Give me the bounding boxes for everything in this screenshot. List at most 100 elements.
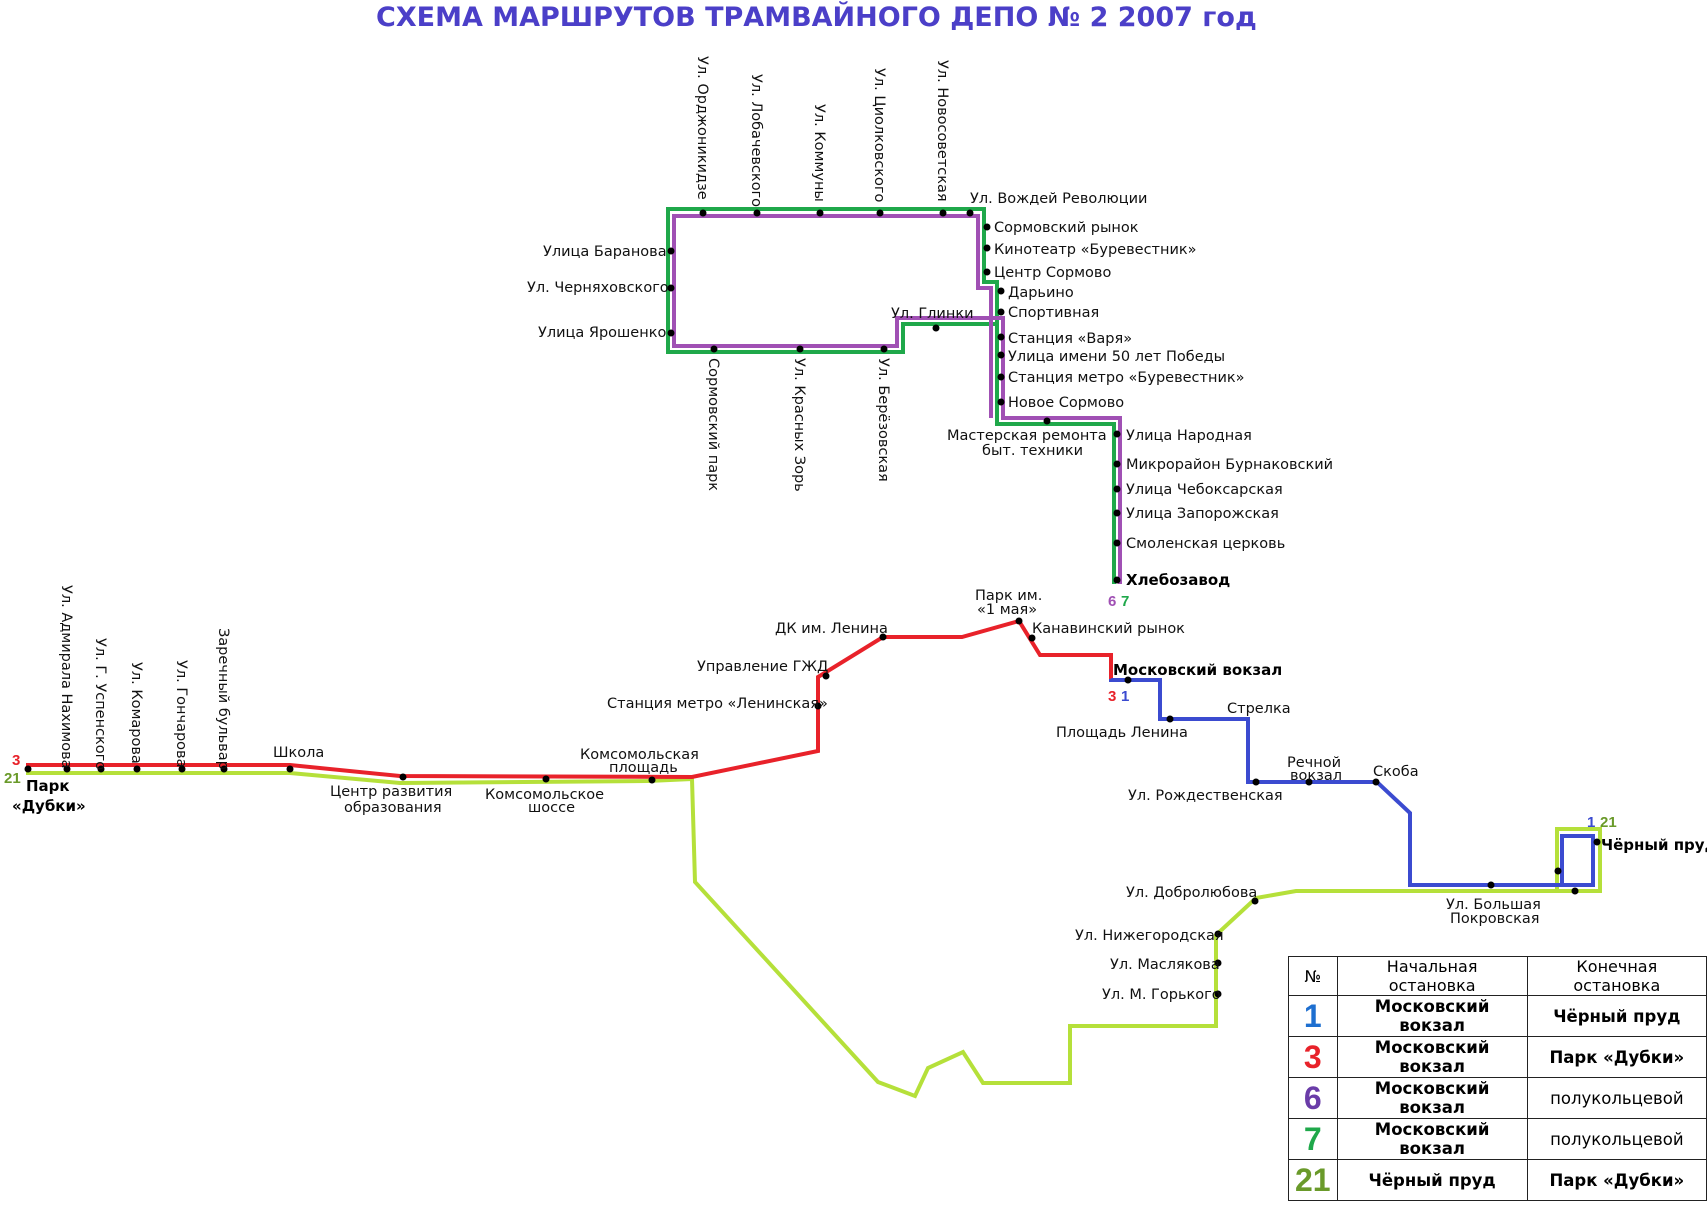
legend-end-stop: Парк «Дубки» [1526, 1036, 1707, 1078]
stop-label: Ул. Орджоникидзе [694, 56, 710, 200]
stop-label: Улица Народная [1126, 428, 1252, 444]
stop-label: Станция «Варя» [1008, 331, 1132, 347]
north-top-labels: Ул. Орджоникидзе Ул. Лобачевского Ул. Ко… [694, 56, 950, 492]
north-side-labels: Ул. Вождей Революции Сормовский рынок Ки… [527, 191, 1333, 589]
legend-start-stop: Московский вокзал [1336, 1036, 1528, 1078]
stop-label: Ул. Комарова [128, 662, 144, 764]
stop-label: Ул. Маслякова [1110, 957, 1220, 973]
stop-label: Скоба [1373, 764, 1419, 780]
stop-label: Сормовский рынок [994, 220, 1139, 236]
stop-label: Парк [26, 777, 70, 795]
stop-label: Улица Чебоксарская [1126, 482, 1283, 498]
route-7-marker: 7 [1121, 593, 1129, 610]
stop-label: Станция метро «Ленинская» [607, 696, 828, 712]
stop-label: шоссе [528, 800, 575, 816]
legend-route-number: 7 [1288, 1118, 1338, 1160]
stop-label: Речной [1287, 755, 1341, 771]
stop-label: Кинотеатр «Буревестник» [994, 242, 1197, 258]
legend-route-number: 1 [1288, 995, 1338, 1037]
route-6-marker: 6 [1108, 593, 1116, 610]
stop-label: Дарьино [1008, 285, 1074, 301]
stop-label: Комсомольская [580, 747, 699, 763]
stop-label: Стрелка [1227, 701, 1291, 717]
legend-row: 1 Московский вокзал Чёрный пруд [1288, 995, 1707, 1037]
legend-header-end: Конечная остановка [1526, 956, 1707, 996]
route-3-marker: 3 [12, 752, 20, 769]
stop-label: Покровская [1450, 911, 1540, 927]
stop-label: Школа [273, 745, 324, 761]
legend-end-stop: полукольцевой [1526, 1118, 1707, 1160]
route-21-marker: 21 [1600, 814, 1617, 831]
stop-label: Ул. Лобачевского [748, 74, 764, 207]
stop-dots [24, 209, 1601, 998]
stop-label: Ул. Коммуны [811, 104, 827, 202]
stop-label: Ул. Красных Зорь [791, 358, 807, 492]
legend-end-stop: полукольцевой [1526, 1077, 1707, 1119]
route-7-line [666, 207, 1116, 584]
legend-header-start: Начальная остановка [1336, 956, 1528, 996]
stop-label: Улица имени 50 лет Победы [1008, 349, 1225, 365]
stop-label: Ул. Большая [1446, 897, 1541, 913]
stop-label: быт. техники [982, 443, 1083, 459]
stop-label: «1 мая» [977, 602, 1037, 618]
stop-label: Хлебозавод [1126, 571, 1230, 589]
legend-end-stop: Чёрный пруд [1526, 995, 1707, 1037]
stop-label: «Дубки» [12, 797, 86, 815]
route-21-line [26, 771, 1602, 1099]
stop-label: Ул. Адмирала Нахимова [58, 585, 74, 769]
legend-start-stop: Московский вокзал [1336, 995, 1528, 1037]
stop-label: Улица Ярошенко [538, 325, 666, 341]
stop-label: Станция метро «Буревестник» [1008, 370, 1245, 386]
legend-route-number: 3 [1288, 1036, 1338, 1078]
stop-label: Ул. М. Горького [1102, 987, 1221, 1003]
stop-label: площадь [609, 760, 678, 776]
map-title: СХЕМА МАРШРУТОВ ТРАМВАЙНОГО ДЕПО № 2 200… [376, 1, 1257, 33]
stop-label: ДК им. Ленина [775, 621, 888, 637]
legend-start-stop: Московский вокзал [1336, 1118, 1528, 1160]
stop-label: Канавинский рынок [1032, 621, 1185, 637]
stop-label: Московский вокзал [1113, 661, 1282, 679]
legend-header-num: № [1288, 956, 1338, 996]
east-labels: Стрелка Площадь Ленина Речной вокзал Ско… [1056, 701, 1707, 1003]
route-legend-table: № Начальная остановка Конечная остановка… [1288, 956, 1707, 1201]
legend-row: 6 Московский вокзал полукольцевой [1288, 1077, 1707, 1119]
stop-label: Ул. Г. Успенского [92, 638, 108, 770]
stop-label: Комсомольское [485, 787, 604, 803]
legend-start-stop: Московский вокзал [1336, 1077, 1528, 1119]
stop-label: Центр развития [330, 784, 452, 800]
central-labels: Парк им. «1 мая» Канавинский рынок ДК им… [273, 588, 1282, 816]
stop-label: Ул. Вождей Революции [970, 191, 1147, 207]
route-markers: 6 7 3 1 1 21 3 21 [4, 593, 1617, 831]
stop-label: Спортивная [1008, 305, 1099, 321]
legend-start-stop: Чёрный пруд [1336, 1159, 1528, 1201]
route-3-marker: 3 [1108, 688, 1116, 705]
stop-label: Ул. Рождественская [1128, 788, 1283, 804]
stop-label: Микрорайон Бурнаковский [1126, 457, 1333, 473]
stop-label: Ул. Добролюбова [1126, 885, 1257, 901]
legend-row: 3 Московский вокзал Парк «Дубки» [1288, 1036, 1707, 1078]
route-1-marker: 1 [1121, 688, 1129, 705]
stop-label: Ул. Нижегородская [1075, 928, 1224, 944]
stop-label: Чёрный пруд [1601, 836, 1707, 854]
stop-label: Мастерская ремонта [947, 428, 1107, 444]
route-6-line [672, 214, 1122, 584]
stop-label: Ул. Глинки [891, 306, 974, 322]
stop-label: Управление ГЖД [697, 659, 828, 675]
legend-end-stop: Парк «Дубки» [1526, 1159, 1707, 1201]
west-labels: Ул. Адмирала Нахимова Ул. Г. Успенского … [12, 585, 231, 815]
stop-label: Ул. Берёзовская [875, 358, 891, 482]
legend-route-number: 21 [1288, 1159, 1338, 1201]
route-3-line [26, 618, 1113, 780]
stop-label: образования [344, 800, 442, 816]
stop-label: Новое Сормово [1008, 395, 1124, 411]
route-1-marker: 1 [1587, 814, 1595, 831]
stop-label: Улица Баранова [543, 244, 667, 260]
stop-label: Сормовский парк [705, 358, 721, 491]
route-21-marker: 21 [4, 770, 21, 787]
legend-route-number: 6 [1288, 1077, 1338, 1119]
stop-label: Ул. Черняховского [527, 280, 669, 296]
stop-label: Парк им. [975, 588, 1042, 604]
stop-label: Центр Сормово [994, 265, 1111, 281]
route-1-line [1109, 678, 1595, 887]
